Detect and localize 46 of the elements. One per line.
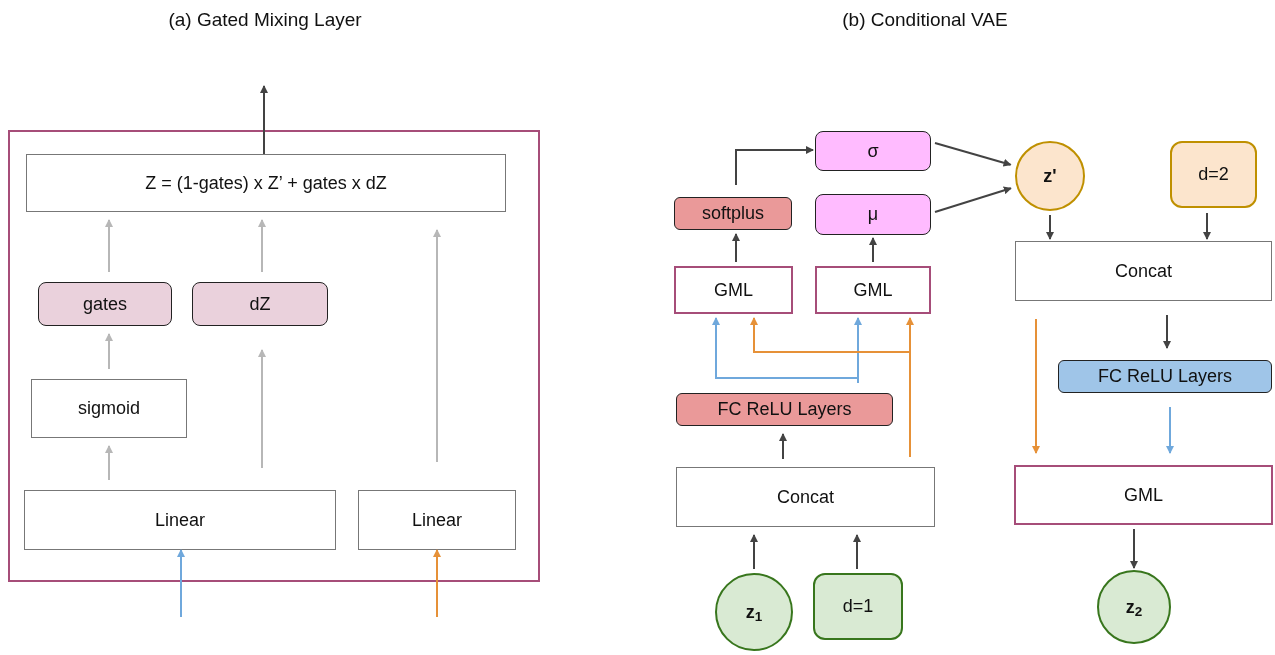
process-box: Concat — [1015, 241, 1272, 301]
arrow — [258, 349, 266, 469]
arrow — [854, 317, 862, 384]
process-box: FC ReLU Layers — [1058, 360, 1272, 393]
arrow — [1166, 406, 1174, 454]
arrow — [1046, 214, 1054, 240]
output-box: μ — [815, 194, 931, 235]
arrow — [869, 237, 877, 263]
arrow — [258, 219, 266, 273]
gml-box: GML — [674, 266, 793, 314]
arrow — [260, 85, 268, 155]
arrow — [105, 445, 113, 481]
output-box: gates — [38, 282, 172, 326]
output-box: σ — [815, 131, 931, 171]
arrow — [105, 333, 113, 370]
arrow — [177, 549, 185, 618]
process-box: Linear — [24, 490, 336, 550]
arrow — [1032, 318, 1040, 454]
output-box: dZ — [192, 282, 328, 326]
arrow — [1130, 528, 1138, 569]
process-box: FC ReLU Layers — [676, 393, 893, 426]
condition-box: d=1 — [813, 573, 903, 640]
arrow — [750, 534, 758, 570]
arrow — [433, 549, 441, 618]
process-box: sigmoid — [31, 379, 187, 438]
panel-title: (b) Conditional VAE — [841, 8, 1009, 32]
formula-box: Z = (1-gates) x Z’ + gates x dZ — [26, 154, 506, 212]
arrow — [779, 433, 787, 460]
arrow — [433, 229, 441, 463]
arrow — [735, 146, 814, 186]
condition-box: d=2 — [1170, 141, 1257, 208]
arrow — [906, 317, 914, 458]
arrow — [732, 233, 740, 263]
gml-box: GML — [815, 266, 931, 314]
process-box: Concat — [676, 467, 935, 527]
process-box: Linear — [358, 490, 516, 550]
arrow — [1163, 314, 1171, 349]
arrow — [934, 142, 1012, 167]
arrow — [105, 219, 113, 273]
layer-frame — [8, 130, 540, 582]
arrow — [1203, 212, 1211, 240]
arrow — [934, 186, 1012, 213]
gml-box: GML — [1014, 465, 1273, 525]
panel-title: (a) Gated Mixing Layer — [167, 8, 363, 32]
process-box: softplus — [674, 197, 792, 230]
arrow — [853, 534, 861, 570]
